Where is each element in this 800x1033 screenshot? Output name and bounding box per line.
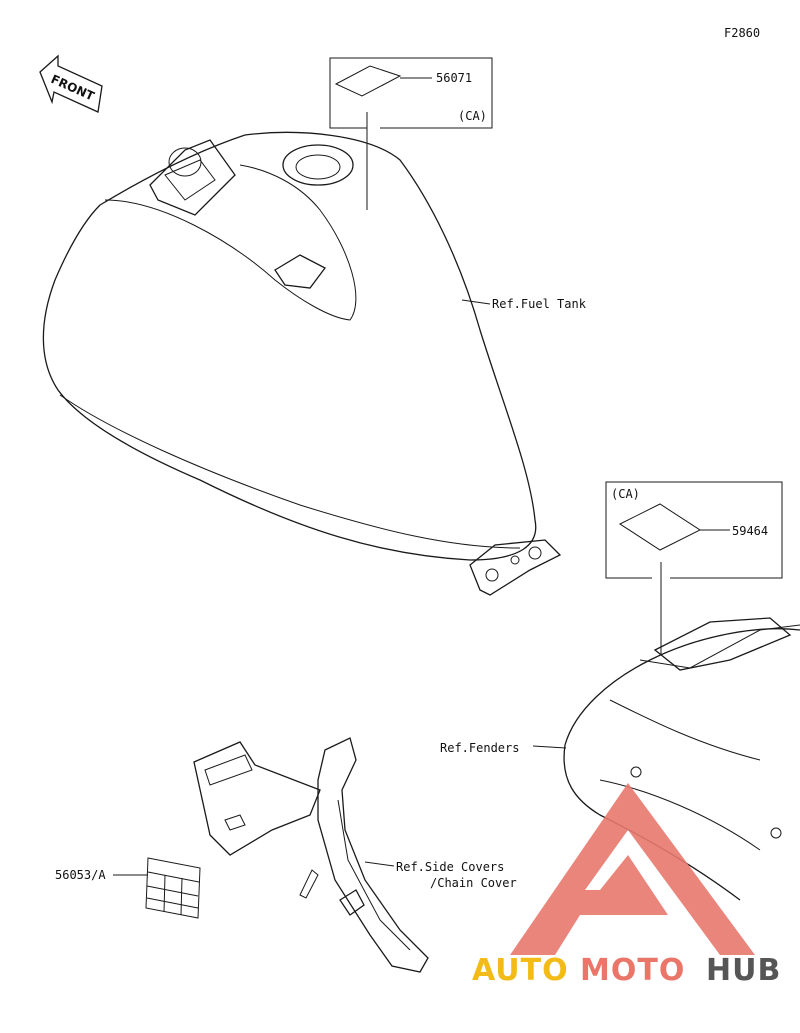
ref-fuel-tank: Ref.Fuel Tank	[492, 297, 587, 311]
ref-side-covers-line1: Ref.Side Covers	[396, 860, 504, 874]
tank-label-part-no: 56071	[436, 71, 472, 85]
tank-label-variant: (CA)	[458, 109, 487, 123]
ref-fenders: Ref.Fenders	[440, 741, 519, 755]
fender-label-part-no: 59464	[732, 524, 768, 538]
side-cover-drawing	[145, 737, 429, 973]
fuel-tank-drawing	[42, 131, 562, 596]
figure-code: F2860	[724, 26, 760, 40]
watermark-hub: HUB	[706, 953, 781, 988]
watermark-auto: AUTO	[472, 953, 569, 988]
watermark-moto: MOTO	[580, 953, 685, 988]
front-arrow-icon: FRONT	[39, 54, 103, 113]
fender-label-callout: 59464 (CA)	[605, 481, 783, 655]
watermark-triangle-icon	[510, 783, 755, 955]
ref-side-covers-line2: /Chain Cover	[430, 876, 517, 890]
front-label: FRONT	[49, 72, 97, 104]
tank-label-callout: 56071 (CA)	[329, 57, 493, 210]
fender-label-variant: (CA)	[611, 487, 640, 501]
watermark-logo: AUTO MOTO HUB	[472, 783, 781, 988]
cover-label-part-no: 56053/A	[55, 868, 106, 882]
